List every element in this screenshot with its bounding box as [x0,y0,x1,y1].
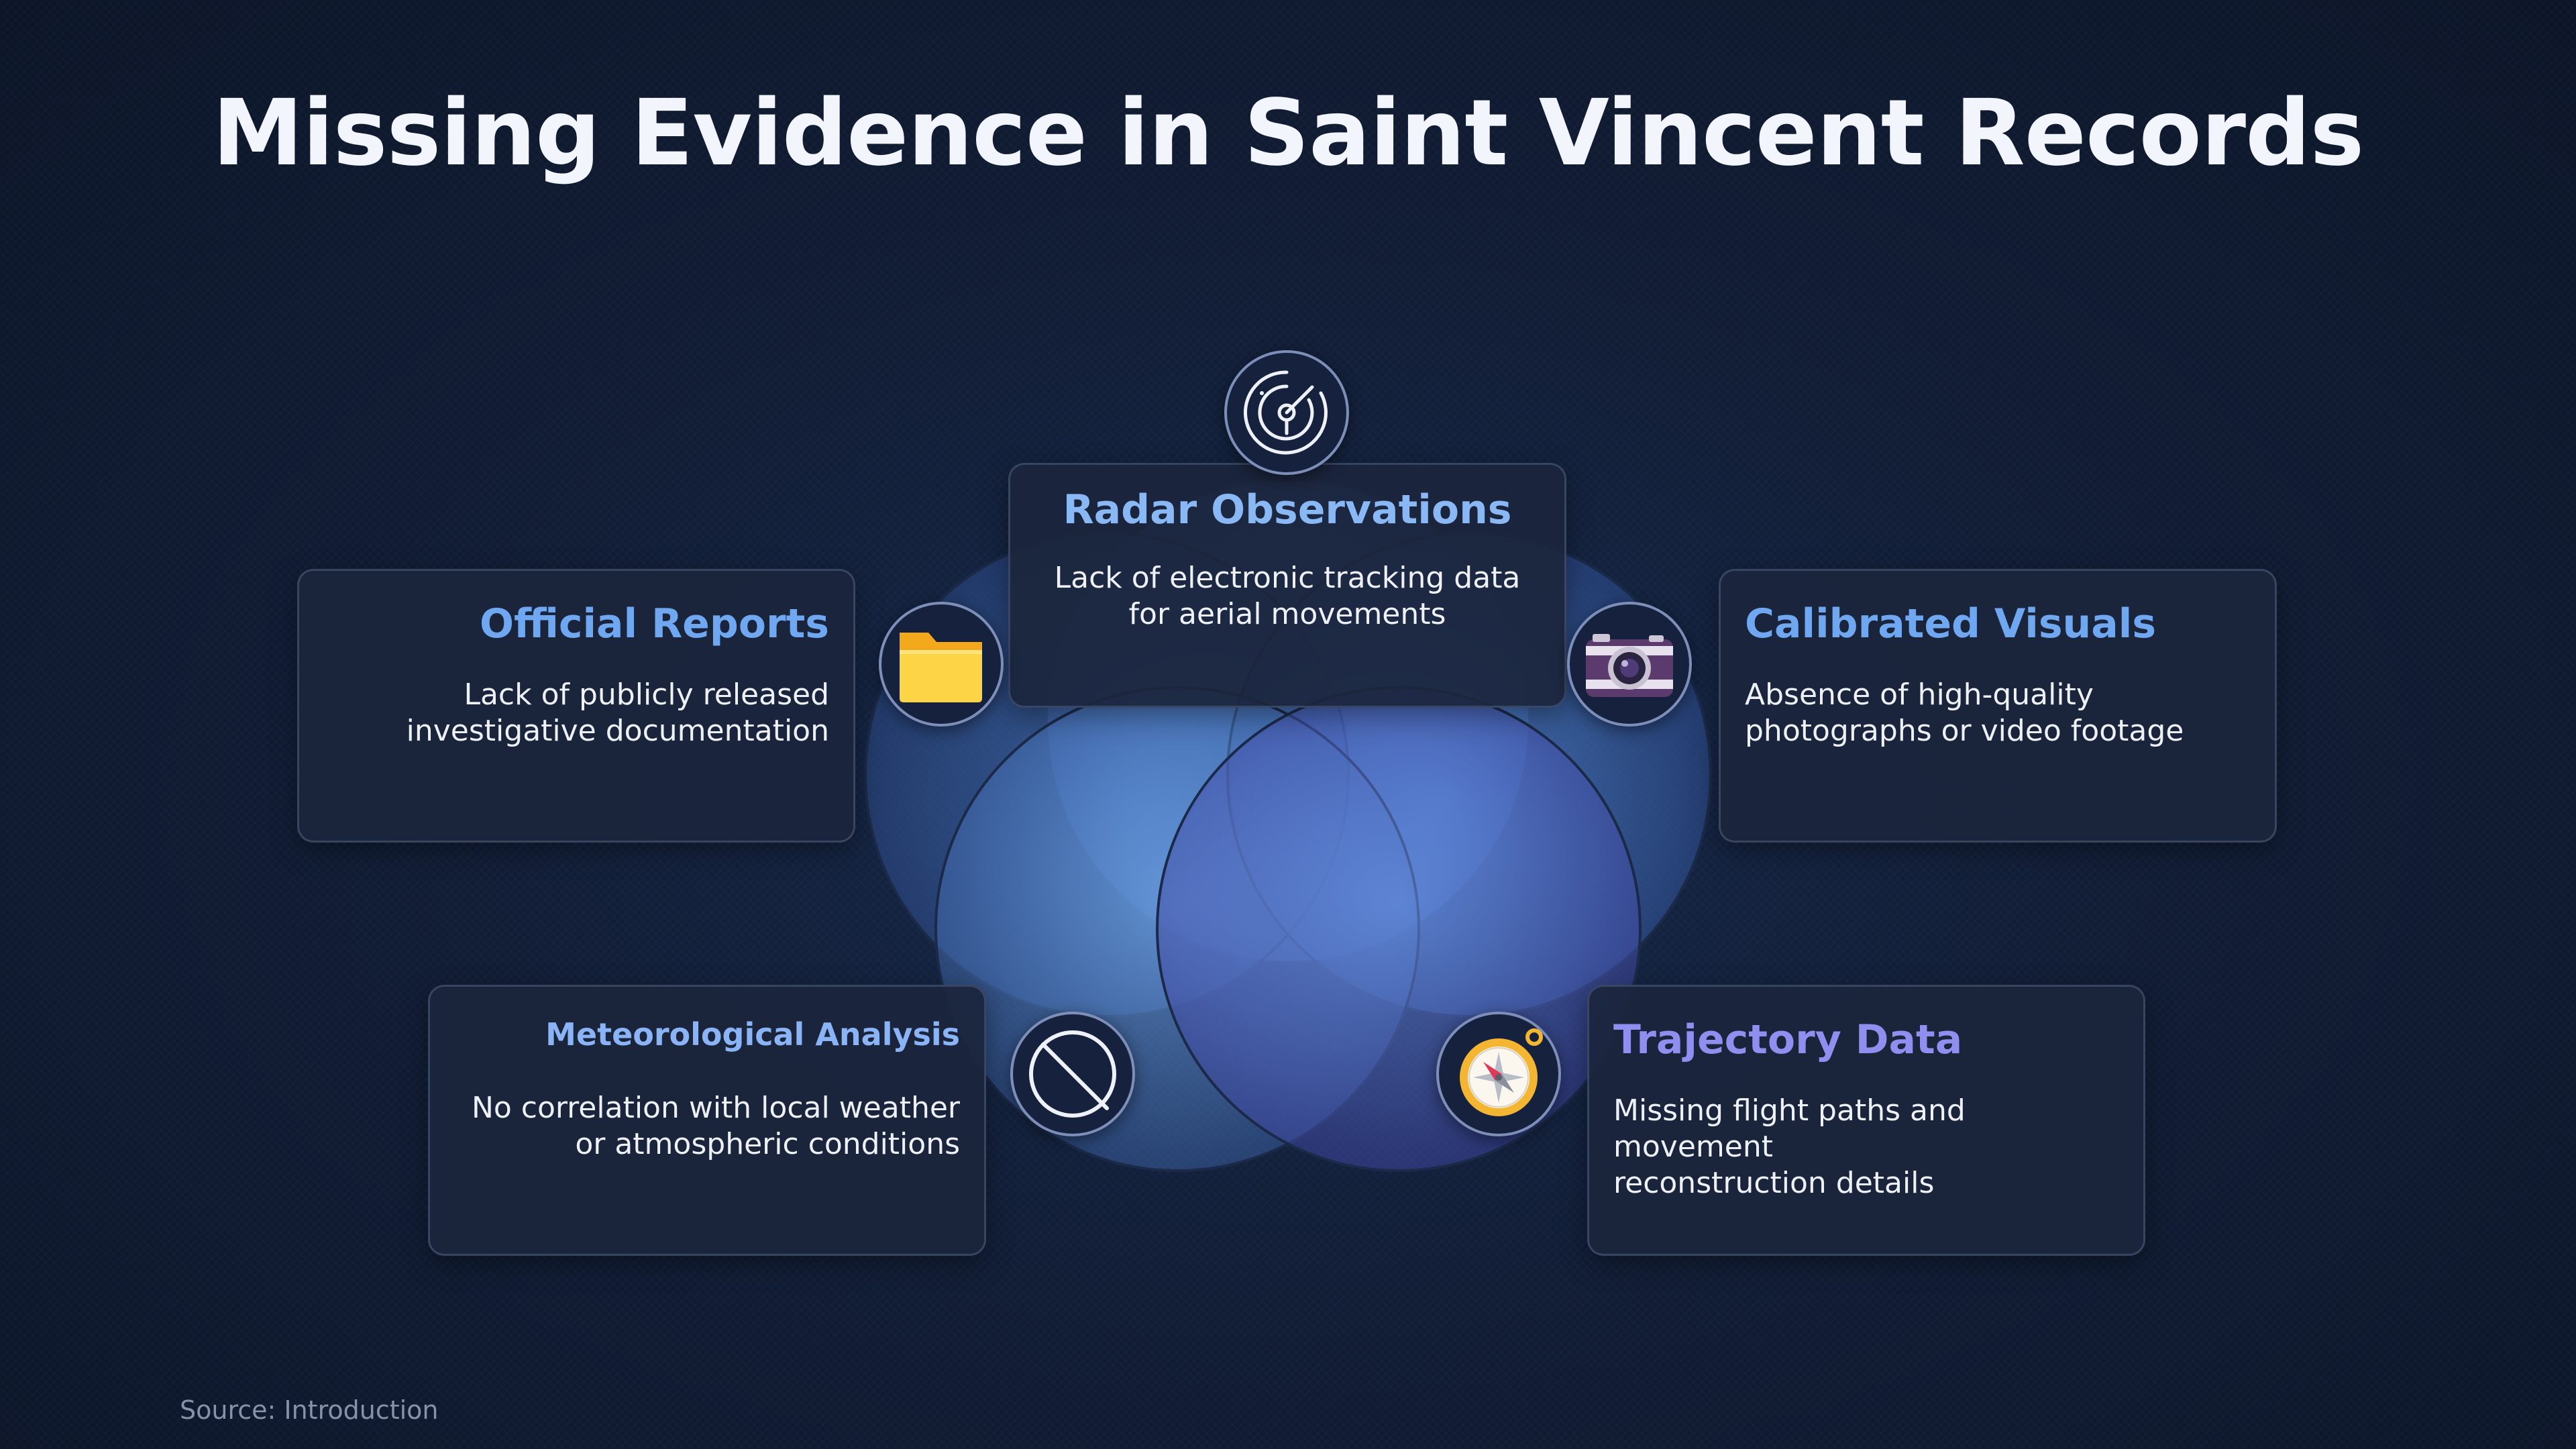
card-description: Missing flight paths and movement recons… [1613,1093,1966,1200]
card-description: Absence of high-quality photographs or v… [1745,678,2184,748]
card-description: No correlation with local weather or atm… [471,1091,960,1161]
camera-icon [1567,602,1692,727]
card-description: Lack of publicly released investigative … [406,678,829,748]
compass-icon [1436,1012,1561,1136]
folder-icon [879,602,1004,727]
card-title: Radar Observations [1063,486,1512,533]
card-meteorological-analysis: Meteorological Analysis No correlation w… [428,985,986,1256]
card-title: Calibrated Visuals [1745,600,2157,647]
source-note: Source: Introduction [180,1395,439,1425]
card-official-reports: Official Reports Lack of publicly releas… [297,569,855,843]
no-symbol-icon [1010,1012,1135,1136]
card-trajectory-data: Trajectory Data Missing flight paths and… [1587,985,2145,1256]
card-title: Meteorological Analysis [545,1016,960,1053]
card-title: Trajectory Data [1613,1016,1963,1063]
venn-circle-trajectory [1156,686,1642,1172]
card-radar-observations: Radar Observations Lack of electronic tr… [1008,463,1566,708]
page-title: Missing Evidence in Saint Vincent Record… [212,80,2365,186]
card-title: Official Reports [479,600,829,647]
card-description: Lack of electronic tracking data for aer… [1054,561,1521,631]
card-calibrated-visuals: Calibrated Visuals Absence of high-quali… [1719,569,2277,843]
radar-icon [1224,350,1349,475]
